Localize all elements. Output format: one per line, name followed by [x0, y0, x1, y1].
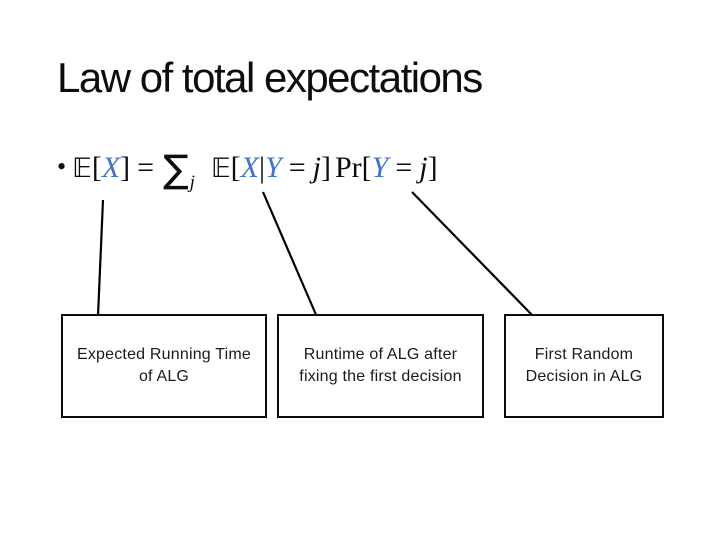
- left-bracket-1: [: [91, 151, 102, 184]
- double-struck-E-2: 𝔼: [210, 153, 231, 184]
- box-text-line: Runtime of ALG after: [303, 346, 458, 363]
- equals-sign-1: =: [137, 151, 155, 184]
- box-text-line: fixing the first decision: [299, 368, 462, 385]
- double-struck-E-1: 𝔼: [72, 153, 92, 184]
- left-bracket-3: [: [361, 151, 372, 184]
- concept-box-expected-running-time: Expected Running Time of ALG: [61, 314, 267, 418]
- bullet-glyph: •: [57, 152, 67, 181]
- right-bracket-3: ]: [427, 151, 438, 184]
- callout-line-1: [96, 199, 105, 317]
- sigma-sum-symbol: ∑: [163, 147, 189, 191]
- variable-X-2: X: [240, 151, 259, 184]
- right-bracket-2: ]: [320, 151, 331, 184]
- conditional-bar: |: [258, 151, 265, 184]
- equals-sign-2: =: [288, 151, 306, 184]
- variable-X-1: X: [101, 151, 121, 184]
- left-bracket-2: [: [230, 151, 241, 184]
- variable-Y-1: Y: [265, 151, 282, 184]
- variable-Y-2: Y: [371, 151, 389, 184]
- callout-line-3: [411, 191, 535, 318]
- slide-title: Law of total expectations: [57, 54, 483, 101]
- box-text-line: of ALG: [138, 368, 190, 385]
- pr-operator: Pr: [334, 151, 362, 184]
- sigma-subscript-j: j: [189, 172, 195, 193]
- equals-sign-3: =: [395, 151, 413, 184]
- right-bracket-1: ]: [120, 151, 131, 184]
- concept-box-runtime-after-fixing: Runtime of ALG after fixing the first de…: [277, 314, 484, 418]
- box-text-line: Decision in ALG: [525, 368, 643, 385]
- concept-box-first-random-decision: First Random Decision in ALG: [504, 314, 664, 418]
- index-j-2: j: [419, 151, 428, 184]
- index-j-1: j: [312, 151, 321, 184]
- box-text-line: First Random: [534, 346, 634, 363]
- callout-line-2: [261, 191, 319, 318]
- box-text-line: Expected Running Time: [76, 346, 252, 363]
